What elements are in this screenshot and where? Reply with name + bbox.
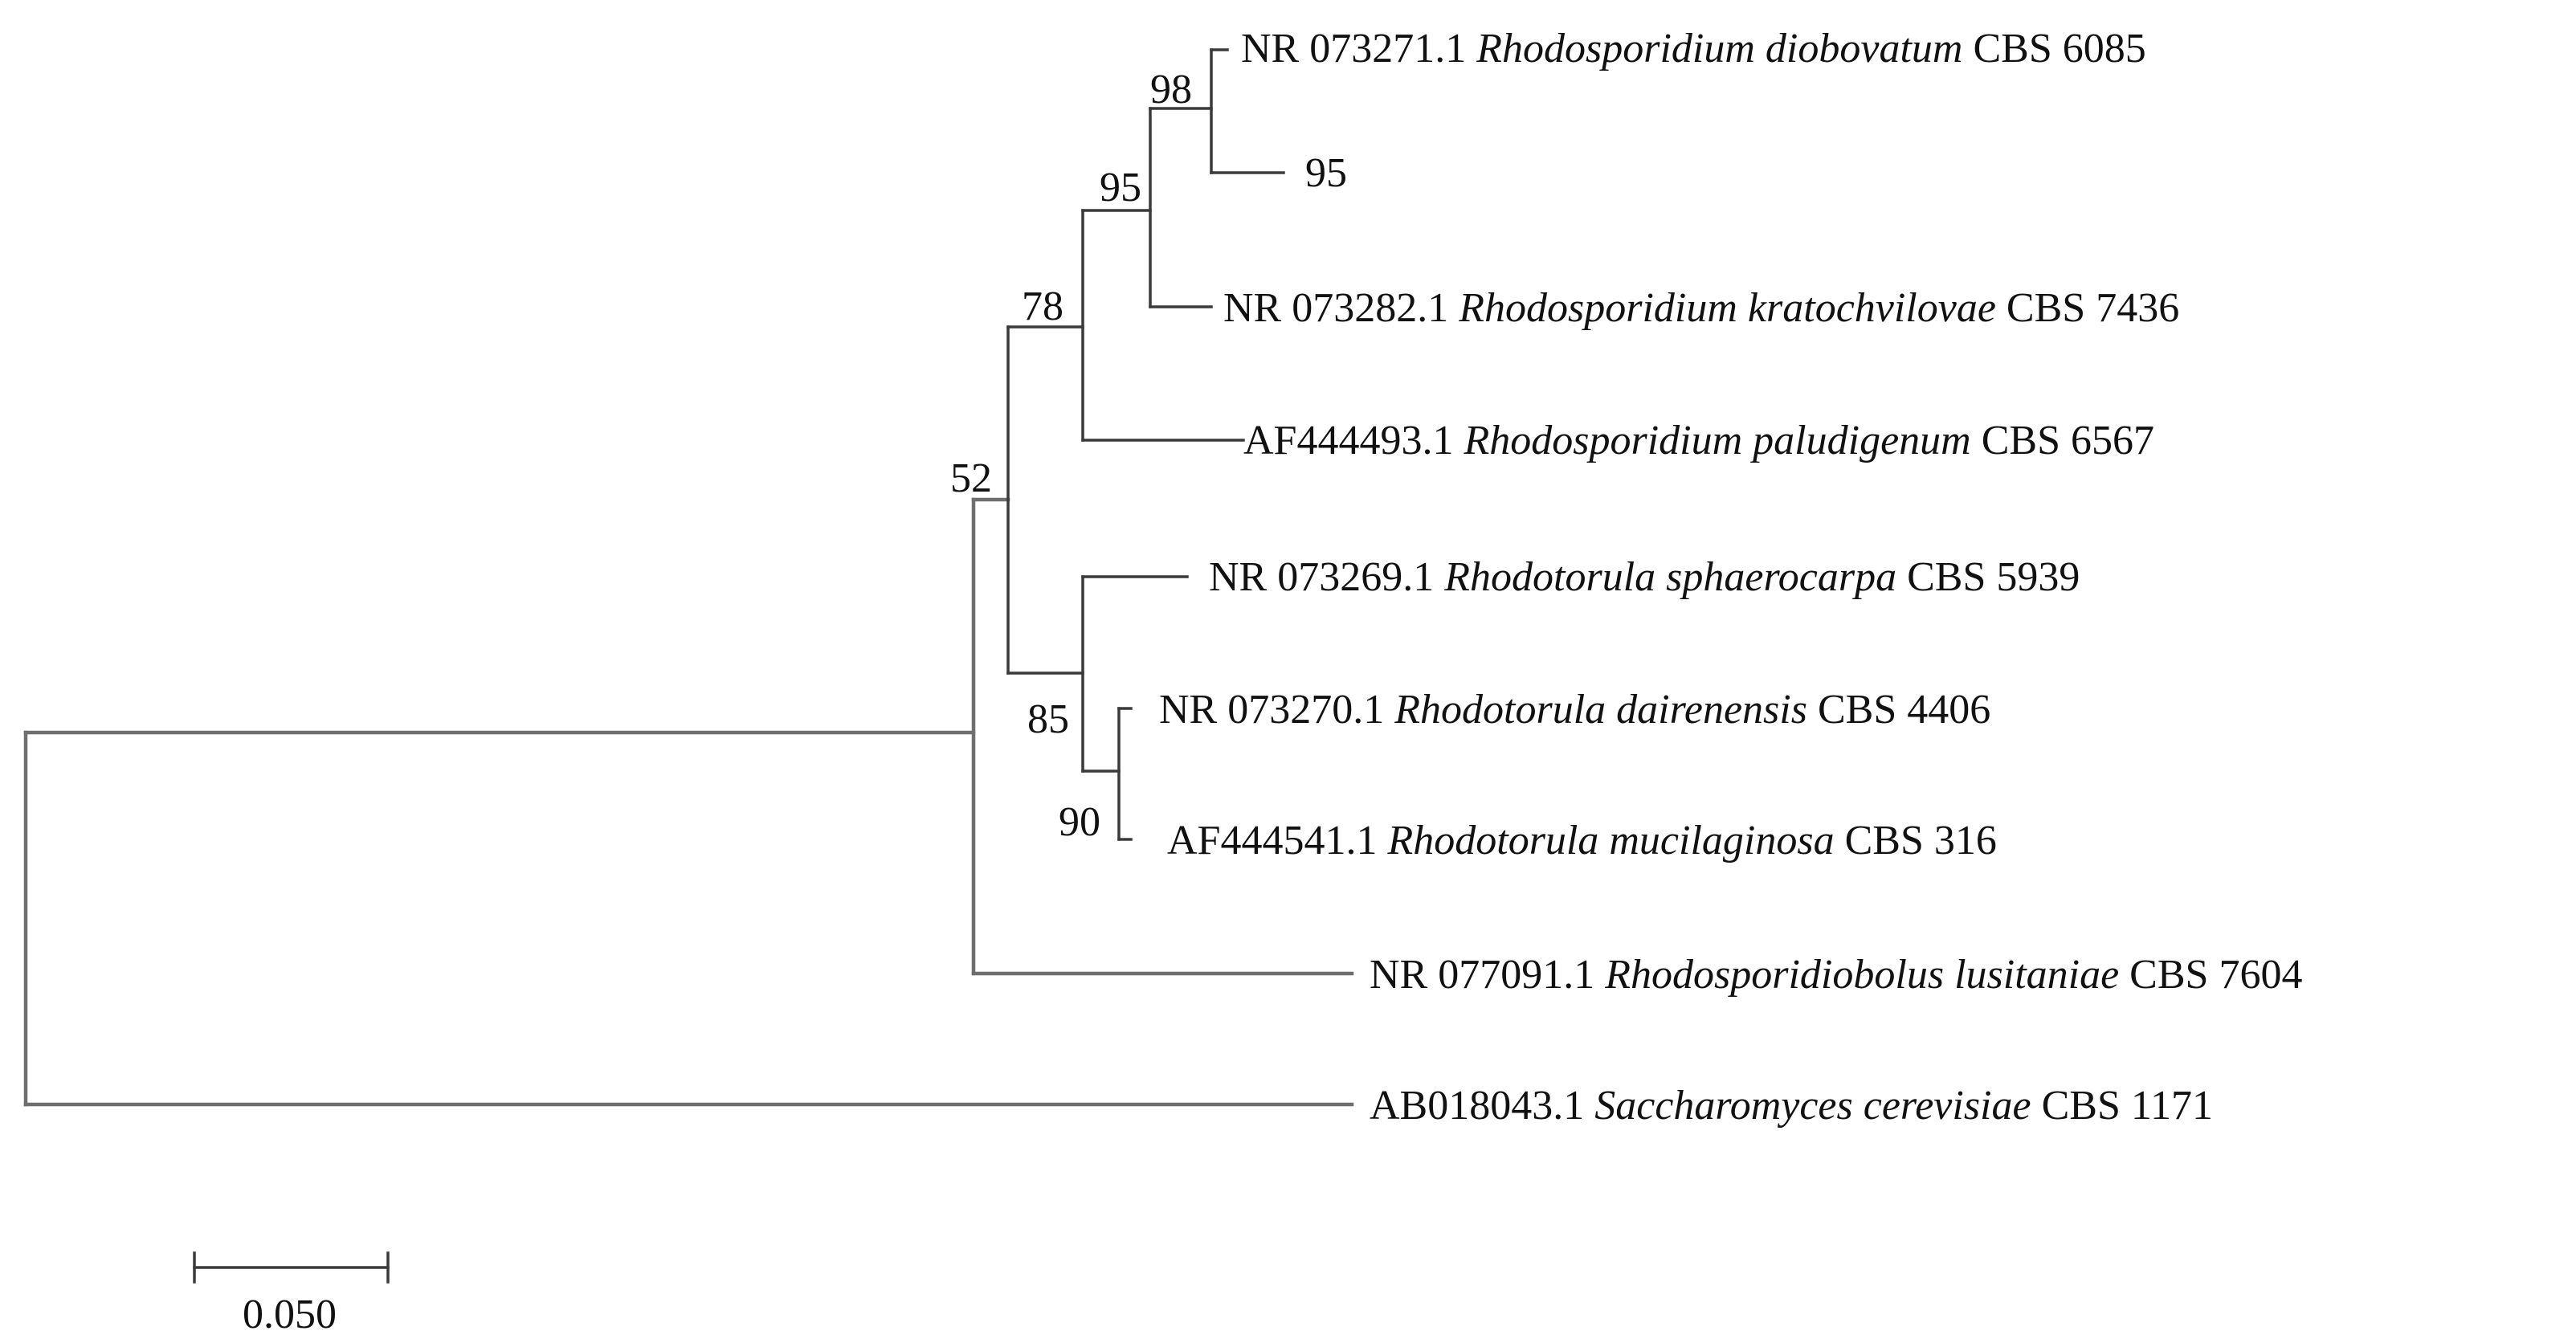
taxon-label: AF444493.1 Rhodosporidium paludigenum CB… [1243, 418, 2154, 463]
bootstrap-52: 52 [950, 455, 992, 501]
node-95 [1149, 107, 1213, 308]
bootstrap-78: 78 [1022, 284, 1063, 329]
taxon-label: NR 073270.1 Rhodotorula dairenensis CBS … [1159, 687, 1990, 733]
scale-bar: 0.050 [193, 1251, 390, 1337]
node-52 [971, 497, 1354, 976]
node-85 [1081, 575, 1189, 773]
bootstrap-95: 95 [1100, 165, 1141, 210]
taxon-label: NR 073269.1 Rhodotorula sphaerocarpa CBS… [1209, 554, 2080, 600]
node-90 [1117, 707, 1133, 841]
bootstrap-90: 90 [1059, 799, 1100, 845]
taxon-label: NR 077091.1 Rhodosporidiobolus lusitania… [1370, 952, 2302, 998]
node-98 [1210, 48, 1285, 174]
taxon-label: AB018043.1 Saccharomyces cerevisiae CBS … [1370, 1083, 2213, 1129]
node-78 [1081, 209, 1245, 442]
bootstrap-85: 85 [1027, 696, 1069, 742]
taxon-label: NR 073282.1 Rhodosporidium kratochvilova… [1223, 285, 2179, 331]
taxon-label: NR 073271.1 Rhodosporidium diobovatum CB… [1241, 26, 2146, 71]
root-node [23, 730, 1354, 1107]
scale-bar-label: 0.050 [243, 1292, 337, 1337]
bootstrap-98: 98 [1150, 67, 1192, 112]
taxon-label: 95 [1305, 150, 1347, 196]
node-ingroup [1006, 325, 1084, 675]
taxon-label: AF444541.1 Rhodotorula mucilaginosa CBS … [1167, 818, 1997, 863]
